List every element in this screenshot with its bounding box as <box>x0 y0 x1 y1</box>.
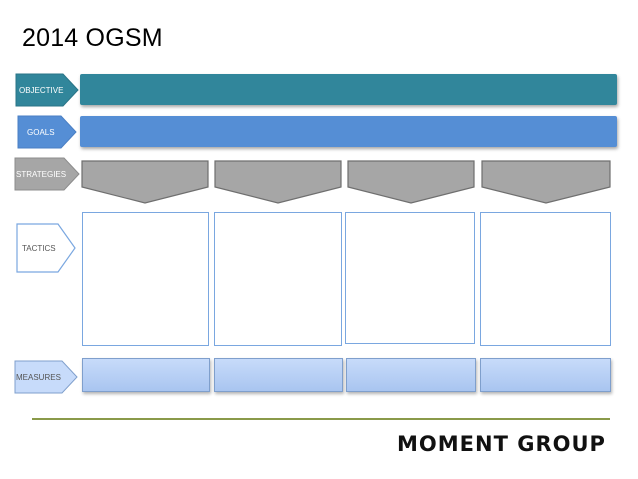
tactic-box-2 <box>214 212 342 346</box>
strategies-arrow-shape <box>14 157 80 191</box>
goals-arrow-shape <box>17 115 77 149</box>
objective-label-text: OBJECTIVE <box>19 85 64 95</box>
objective-bar <box>80 74 617 105</box>
strategy-box-3 <box>347 160 475 204</box>
strategies-label: STRATEGIES <box>14 157 80 191</box>
measure-box-3 <box>346 358 476 392</box>
measure-box-2 <box>214 358 343 392</box>
tactic-box-4 <box>480 212 611 346</box>
strategies-label-text: STRATEGIES <box>16 169 67 179</box>
goals-bar <box>80 116 617 147</box>
tactics-label: TACTICS <box>16 223 76 273</box>
goals-label: GOALS <box>17 115 77 149</box>
tactic-box-1 <box>82 212 209 346</box>
objective-label: OBJECTIVE <box>15 73 79 107</box>
brand-logo-text: MOMENT GROUP <box>397 432 606 456</box>
objective-arrow-shape <box>15 73 79 107</box>
footer-divider <box>32 418 610 420</box>
tactics-label-text: TACTICS <box>22 243 56 253</box>
page-title: 2014 OGSM <box>22 24 163 52</box>
strategy-box-4 <box>481 160 611 204</box>
tactics-arrow-shape <box>16 223 76 273</box>
measure-box-1 <box>82 358 210 392</box>
measures-arrow-shape <box>14 360 78 394</box>
measure-box-4 <box>480 358 611 392</box>
goals-label-text: GOALS <box>27 127 55 137</box>
measures-label: MEASURES <box>14 360 78 394</box>
measures-label-text: MEASURES <box>16 372 61 382</box>
tactic-box-3 <box>345 212 475 344</box>
strategy-box-1 <box>81 160 209 204</box>
strategy-box-2 <box>214 160 342 204</box>
